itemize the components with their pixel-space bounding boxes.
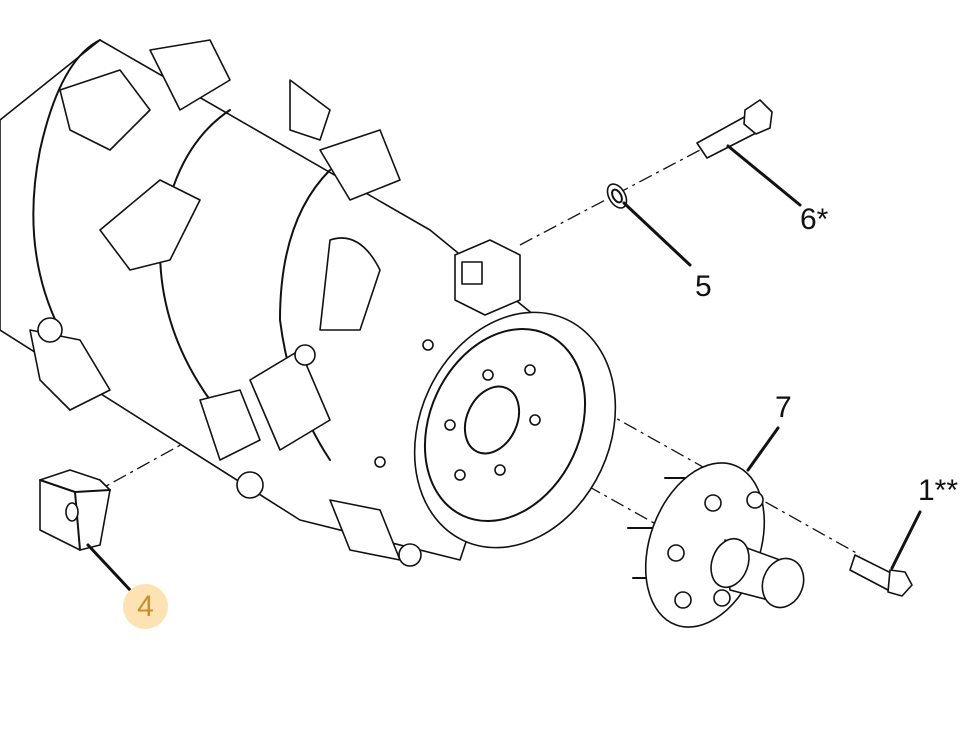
- callout-7: 7: [775, 391, 792, 424]
- part-5-washer: [606, 183, 628, 209]
- end-flange: [374, 311, 617, 549]
- callout-4-highlighted[interactable]: 4: [123, 584, 168, 629]
- callout-6: 6*: [800, 203, 829, 236]
- leader-6: [726, 144, 802, 207]
- leader-4: [86, 543, 132, 592]
- rotor-drum: [0, 39, 541, 567]
- callout-1: 1**: [918, 474, 959, 507]
- part-7-hub: [627, 462, 805, 628]
- callout-5: 5: [695, 270, 712, 303]
- part-4-bracket: [39, 469, 111, 551]
- leader-7: [746, 426, 780, 472]
- part-6-bolt: [696, 99, 773, 159]
- part-1-bolt: [849, 554, 913, 597]
- leader-1: [890, 510, 922, 570]
- leader-5: [622, 201, 692, 267]
